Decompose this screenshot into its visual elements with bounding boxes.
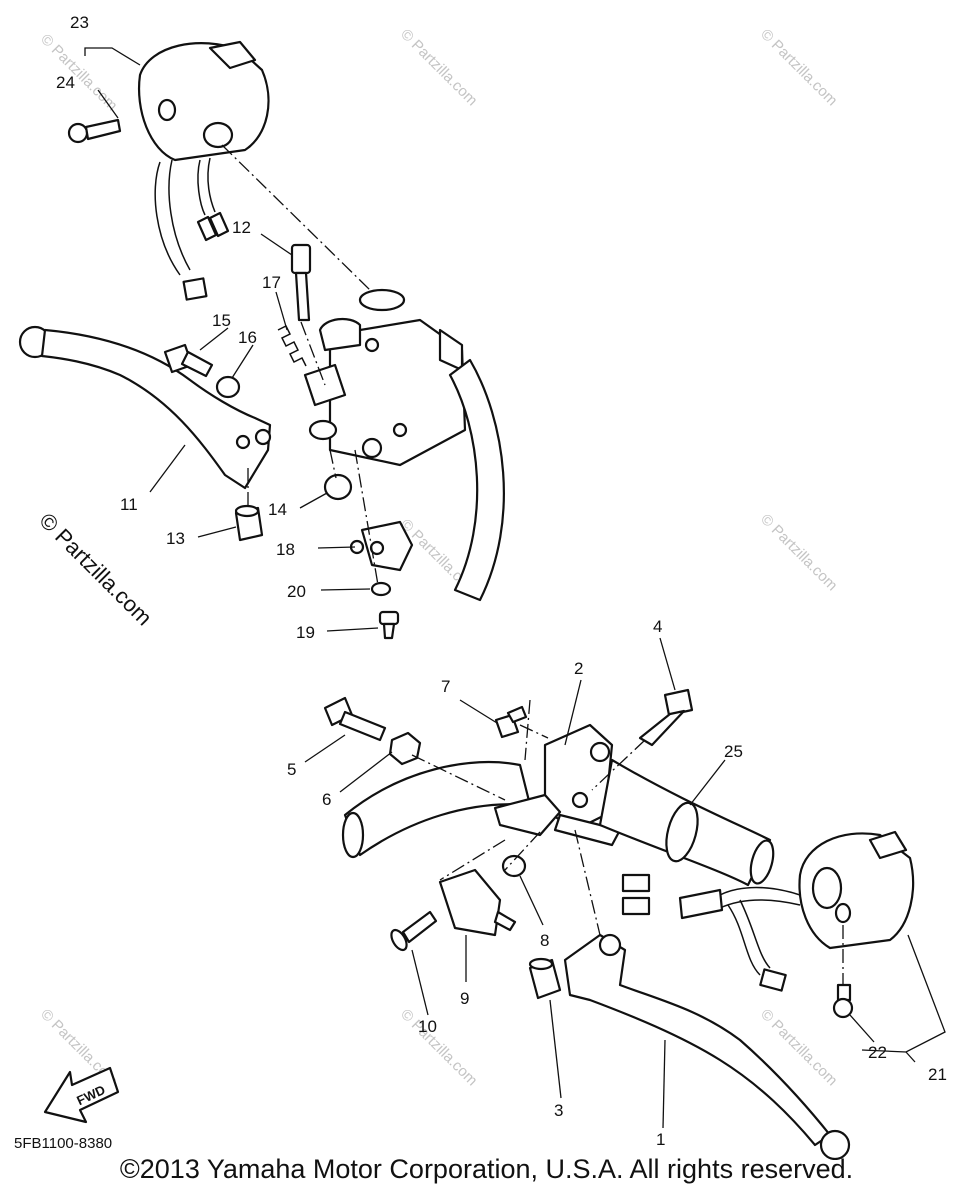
nut-14 <box>323 473 353 501</box>
nut-8 <box>501 854 527 878</box>
bolt-4 <box>638 688 694 747</box>
callout-labels: 23 24 12 17 15 16 11 13 14 18 20 19 2 4 … <box>56 13 947 1149</box>
watermark: © Partzilla.com <box>397 1006 480 1089</box>
callout-7: 7 <box>441 677 450 696</box>
copyright-notice: ©2013 Yamaha Motor Corporation, U.S.A. A… <box>119 1154 854 1184</box>
brake-lever-1 <box>563 933 851 1160</box>
callout-18: 18 <box>276 540 295 559</box>
callout-9: 9 <box>460 989 469 1008</box>
callout-25: 25 <box>724 742 743 761</box>
washer-20 <box>370 581 392 597</box>
bolt-15 <box>163 343 214 378</box>
callout-10: 10 <box>418 1017 437 1036</box>
callout-3: 3 <box>554 1101 563 1120</box>
watermark: © Partzilla.com <box>37 31 120 114</box>
callout-21: 21 <box>928 1065 947 1084</box>
leader-lines <box>84 47 946 1129</box>
callout-13: 13 <box>166 529 185 548</box>
collar-13 <box>234 504 264 542</box>
callout-4: 4 <box>653 617 662 636</box>
watermark: © Partzilla.com <box>397 26 480 109</box>
side-watermark: © Partzilla.com <box>34 508 157 631</box>
brake-lever-11 <box>18 325 272 490</box>
screw-7 <box>494 705 528 739</box>
callout-15: 15 <box>212 311 231 330</box>
callout-6: 6 <box>322 790 331 809</box>
grip-tube-right <box>598 758 775 887</box>
callout-11: 11 <box>120 495 138 514</box>
callout-2: 2 <box>574 659 583 678</box>
brake-switch-9 <box>438 868 517 937</box>
screw-19 <box>378 610 400 640</box>
collar-3 <box>528 957 562 1000</box>
handlebar-switch-left <box>138 40 270 301</box>
bolt-12 <box>290 243 312 322</box>
callout-22: 22 <box>868 1043 887 1062</box>
callout-20: 20 <box>287 582 306 601</box>
watermark: © Partzilla.com <box>757 511 840 594</box>
screw-24 <box>67 118 122 144</box>
watermark-layer: © Partzilla.com © Partzilla.com © Partzi… <box>37 26 840 1089</box>
callout-17: 17 <box>262 273 281 292</box>
master-cylinder <box>303 317 467 467</box>
callout-23: 23 <box>70 13 89 32</box>
screw-22 <box>832 983 854 1019</box>
clamp-2 <box>493 723 622 847</box>
exploded-parts-diagram: © Partzilla.com © Partzilla.com © Partzi… <box>14 13 947 1160</box>
handlebar-tube-upper <box>358 288 505 602</box>
screw-10 <box>390 910 438 952</box>
callout-8: 8 <box>540 931 549 950</box>
callout-24: 24 <box>56 73 75 92</box>
spring-17 <box>277 324 307 367</box>
nut-6 <box>388 731 422 766</box>
nut-16 <box>215 375 241 399</box>
callout-1: 1 <box>656 1130 665 1149</box>
callout-5: 5 <box>287 760 296 779</box>
callout-16: 16 <box>238 328 257 347</box>
callout-14: 14 <box>268 500 287 519</box>
watermark: © Partzilla.com <box>757 26 840 109</box>
forward-arrow-icon: FWD <box>43 1066 120 1124</box>
callout-19: 19 <box>296 623 315 642</box>
brake-switch-18 <box>349 520 414 572</box>
callout-12: 12 <box>232 218 251 237</box>
diagram-code: 5FB1100-8380 <box>14 1135 112 1152</box>
handlebar-switch-right <box>621 830 915 992</box>
bolt-5 <box>323 696 387 742</box>
